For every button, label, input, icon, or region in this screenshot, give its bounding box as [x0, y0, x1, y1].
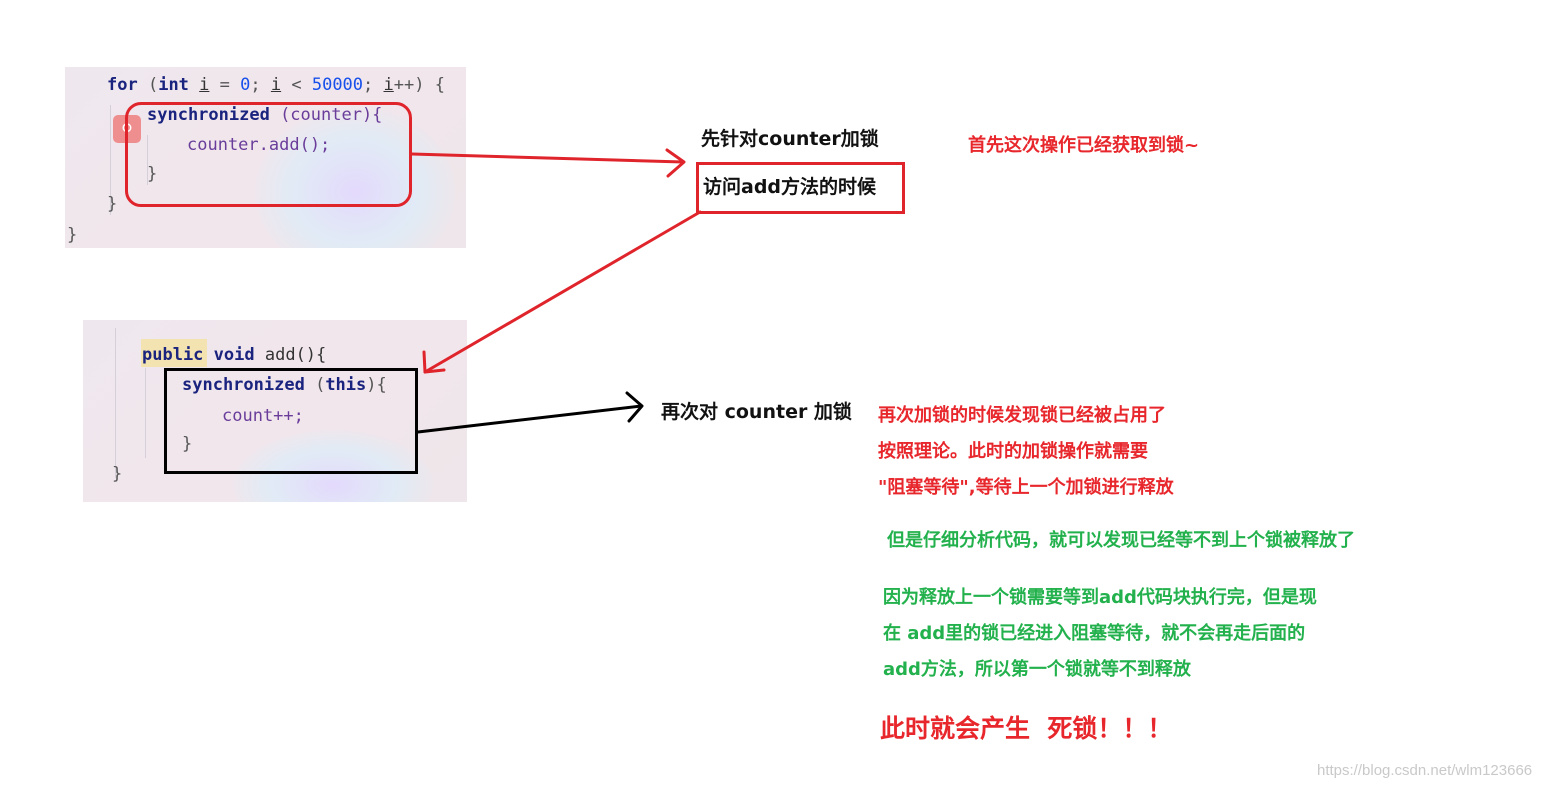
code-token: }	[147, 164, 158, 184]
code-line-count-increment: count++;	[222, 405, 304, 427]
code-line-for: for (int i = 0; i < 50000; i++) {	[107, 74, 445, 96]
label-already-got-lock: 首先这次操作已经获取到锁~	[968, 135, 1200, 156]
var-i: i	[270, 75, 282, 95]
code-line-close-brace: }	[147, 163, 157, 185]
arrow-to-lock-label	[410, 148, 686, 178]
arrow-to-lock-again	[416, 391, 644, 434]
keyword-int: int	[158, 75, 189, 95]
code-token: }	[107, 194, 118, 214]
code-token: (counter){	[269, 105, 383, 125]
keyword-synchronized: synchronized	[182, 375, 305, 395]
watermark: https://blog.csdn.net/wlm123666	[1317, 762, 1533, 779]
code-token: counter.add();	[187, 135, 331, 155]
text-deadlock: 此时就会产生 死锁！！！	[880, 714, 1173, 743]
text-green-analysis: 但是仔细分析代码，就可以发现已经等不到上个锁被释放了	[887, 530, 1355, 551]
indent-guide	[145, 368, 146, 458]
highlight-box-synchronized-counter	[125, 102, 412, 207]
keyword-public: public	[142, 345, 204, 365]
var-i: i	[383, 75, 394, 95]
code-line-close-brace: }	[182, 433, 192, 455]
text-green-reason-2: 在 add里的锁已经进入阻塞等待，就不会再走后面的	[883, 623, 1306, 644]
indent-guide	[115, 328, 116, 478]
text-red-explain-1: 再次加锁的时候发现锁已经被占用了	[878, 405, 1166, 426]
code-token: (	[304, 375, 326, 395]
code-token: <	[281, 75, 312, 95]
code-token: ){	[366, 375, 387, 395]
number-limit: 50000	[311, 75, 364, 95]
code-line-synchronized-counter: synchronized (counter){	[147, 104, 382, 126]
code-line-close-brace: }	[112, 463, 122, 485]
label-lock-counter-again: 再次对 counter 加锁	[661, 401, 852, 423]
code-line-synchronized-this: synchronized (this){	[182, 374, 387, 396]
code-line-close-brace: }	[107, 193, 117, 215]
keyword-this: this	[325, 375, 367, 395]
code-token: =	[209, 75, 241, 95]
code-panel-for-loop: ⚲ for (int i = 0; i < 50000; i++) { sync…	[65, 67, 466, 248]
code-token: ++) {	[393, 75, 445, 95]
indent-guide	[110, 105, 111, 215]
highlight-box-synchronized-this	[164, 368, 418, 474]
code-token: }	[182, 434, 193, 454]
code-line-public-void-add: public void add(){	[142, 344, 326, 366]
keyword-void: void	[213, 345, 255, 365]
text-green-reason-1: 因为释放上一个锁需要等到add代码块执行完，但是现	[883, 587, 1317, 608]
code-token: }	[112, 464, 123, 484]
code-token: ;	[363, 75, 384, 95]
indent-guide	[147, 135, 148, 185]
code-token: }	[67, 225, 78, 245]
highlight-box-visit-add	[696, 162, 905, 214]
text-green-reason-3: add方法，所以第一个锁就等不到释放	[883, 659, 1191, 680]
keyword-synchronized: synchronized	[147, 105, 270, 125]
code-token: add(){	[254, 345, 327, 365]
public-highlight	[141, 339, 207, 367]
text-red-explain-2: 按照理论。此时的加锁操作就需要	[878, 441, 1148, 462]
keyword-for: for	[107, 75, 138, 95]
decorative-blob	[255, 107, 455, 248]
code-token: count++;	[222, 406, 304, 426]
var-i: i	[199, 75, 210, 95]
label-lock-counter-first: 先针对counter加锁	[701, 128, 879, 150]
code-line-close-brace: }	[67, 224, 77, 246]
label-visit-add: 访问add方法的时候	[703, 176, 877, 198]
arrow-to-add-method	[422, 210, 702, 374]
code-token: ;	[250, 75, 271, 95]
number-zero: 0	[240, 75, 251, 95]
text-red-explain-3: "阻塞等待",等待上一个加锁进行释放	[878, 477, 1174, 498]
code-token: (	[137, 75, 159, 95]
code-line-counter-add: counter.add();	[187, 134, 330, 156]
